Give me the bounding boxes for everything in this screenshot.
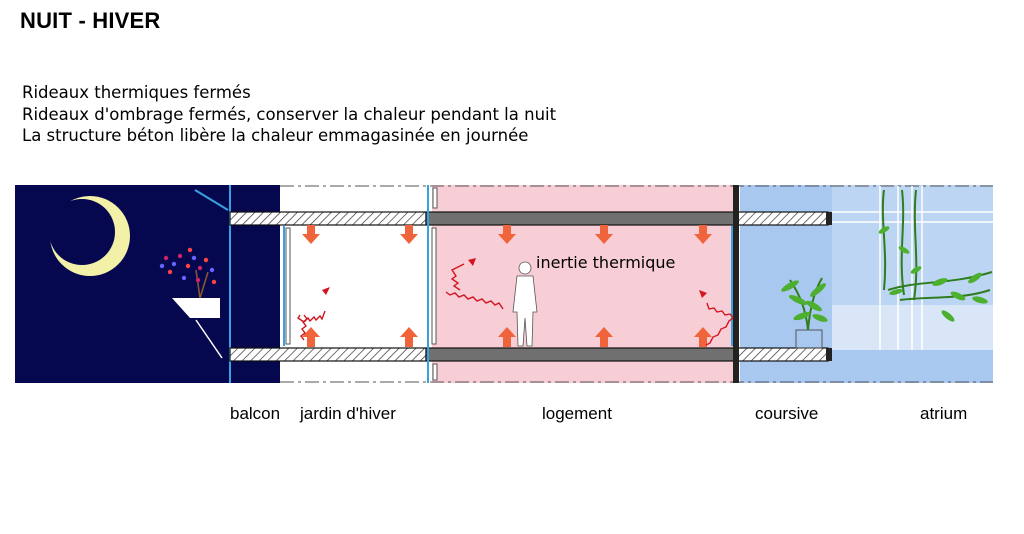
climbing-plants-icon (878, 189, 993, 322)
description-line-1: Rideaux thermiques fermés (22, 83, 251, 102)
balcony-screen-top (194, 189, 229, 211)
radiation-rays (297, 263, 734, 346)
thermal-curtain-outer (285, 227, 291, 345)
thermal-curtain-inner (431, 227, 437, 345)
person-silhouette-icon (512, 261, 538, 347)
zone-label-jardin: jardin d'hiver (300, 404, 396, 423)
zone-label-atrium: atrium (920, 404, 968, 423)
moon-icon (49, 196, 130, 276)
curtain-upper (432, 187, 438, 209)
corridor-edge-top (826, 212, 832, 225)
upper-slab (229, 211, 829, 226)
corridor-edge-bottom (826, 348, 832, 361)
flower-planter-icon (159, 247, 220, 318)
corridor-wall (733, 185, 739, 383)
plant-coursive-icon (781, 277, 828, 349)
zone-label-logement: logement (542, 404, 612, 423)
inertia-label: inertie thermique (536, 253, 676, 272)
radiation-arrowheads (322, 258, 707, 298)
lower-slab (229, 347, 829, 362)
zone-label-balcon: balcon (230, 404, 281, 423)
description-line-3: La structure béton libère la chaleur emm… (22, 126, 529, 145)
atrium-frames (832, 186, 993, 350)
curtain-lower (432, 363, 438, 381)
description-line-2: Rideaux d'ombrage fermés, conserver la c… (22, 105, 557, 124)
zone-label-coursive: coursive (755, 404, 819, 423)
balcony-railing (195, 319, 223, 359)
diagram-title: NUIT - HIVER (20, 8, 161, 33)
